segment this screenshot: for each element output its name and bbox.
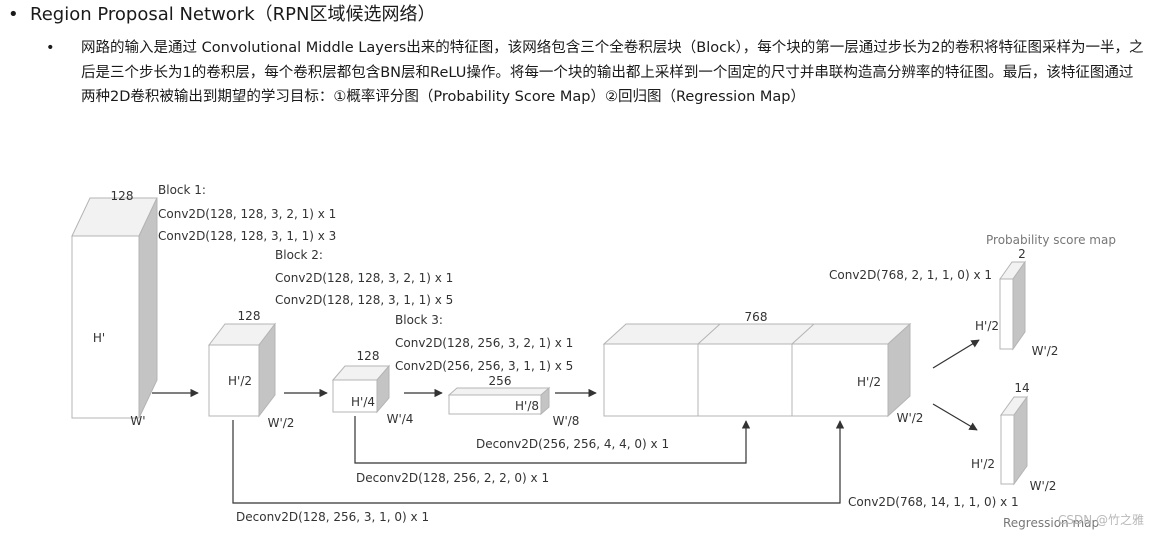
reg-map-title: Regression map [1003, 516, 1099, 530]
reg-map-height: H'/2 [971, 457, 995, 471]
eighth-width-label: W'/8 [553, 414, 580, 428]
half-height-label: H'/2 [228, 374, 252, 388]
reg-conv-label: Conv2D(768, 14, 1, 1, 0) x 1 [848, 495, 1019, 509]
description-bullet: • [46, 40, 55, 56]
reg-map-channels: 14 [1014, 381, 1029, 395]
section-heading: • Region Proposal Network（RPN区域候选网络） [8, 2, 435, 28]
deconv1-path [232, 420, 845, 504]
quarter-resolution-block [331, 364, 391, 414]
prob-map-width: W'/2 [1032, 344, 1059, 358]
eighth-channels-label: 256 [489, 374, 512, 388]
description-text: 网路的输入是通过 Convolutional Middle Layers出来的特… [81, 40, 1144, 105]
prob-map-channels: 2 [1018, 247, 1026, 261]
block2-conv1: Conv2D(128, 128, 3, 2, 1) x 1 [275, 271, 453, 285]
input-channels-label: 128 [111, 189, 134, 203]
reg-map-block [1000, 395, 1028, 486]
block3-conv1: Conv2D(128, 256, 3, 2, 1) x 1 [395, 336, 573, 350]
prob-conv-label: Conv2D(768, 2, 1, 1, 0) x 1 [829, 268, 992, 282]
prob-map-block [999, 260, 1026, 351]
deconv3-label: Deconv2D(256, 256, 4, 4, 0) x 1 [476, 437, 669, 451]
input-feature-block [71, 197, 158, 419]
concat-channels-label: 768 [745, 310, 768, 324]
eighth-resolution-block [447, 386, 551, 416]
concat-height-label: H'/2 [857, 375, 881, 389]
block1-conv1: Conv2D(128, 128, 3, 2, 1) x 1 [158, 207, 336, 221]
half-width-label: W'/2 [268, 416, 295, 430]
half-resolution-block [207, 322, 277, 418]
description-paragraph: • 网路的输入是通过 Convolutional Middle Layers出来… [46, 36, 1146, 110]
arrow-to-reg-map [932, 403, 978, 431]
watermark: CSDN @竹之雅 [1057, 513, 1144, 527]
quarter-height-label: H'/4 [351, 395, 375, 409]
prob-map-height: H'/2 [975, 319, 999, 333]
block1-title: Block 1: [158, 183, 206, 197]
arrow-to-prob-map [932, 339, 980, 369]
heading-text: Region Proposal Network（RPN区域候选网络） [30, 4, 436, 25]
prob-map-title: Probability score map [986, 233, 1116, 247]
deconv2-label: Deconv2D(128, 256, 2, 2, 0) x 1 [356, 471, 549, 485]
half-channels-label: 128 [238, 309, 261, 323]
input-height-label: H' [93, 331, 105, 345]
block3-title: Block 3: [395, 313, 443, 327]
quarter-channels-label: 128 [357, 349, 380, 363]
deconv2-path [354, 416, 751, 464]
block1-conv2: Conv2D(128, 128, 3, 1, 1) x 3 [158, 229, 336, 243]
reg-map-width: W'/2 [1030, 479, 1057, 493]
quarter-width-label: W'/4 [387, 412, 414, 426]
heading-bullet: • [8, 4, 19, 25]
block3-conv2: Conv2D(256, 256, 3, 1, 1) x 5 [395, 359, 573, 373]
deconv1-label: Deconv2D(128, 256, 3, 1, 0) x 1 [236, 510, 429, 524]
block2-title: Block 2: [275, 248, 323, 262]
input-width-label: W' [130, 414, 145, 428]
concatenated-feature-block [602, 322, 912, 418]
concat-width-label: W'/2 [897, 411, 924, 425]
eighth-height-label: H'/8 [515, 399, 539, 413]
block2-conv2: Conv2D(128, 128, 3, 1, 1) x 5 [275, 293, 453, 307]
